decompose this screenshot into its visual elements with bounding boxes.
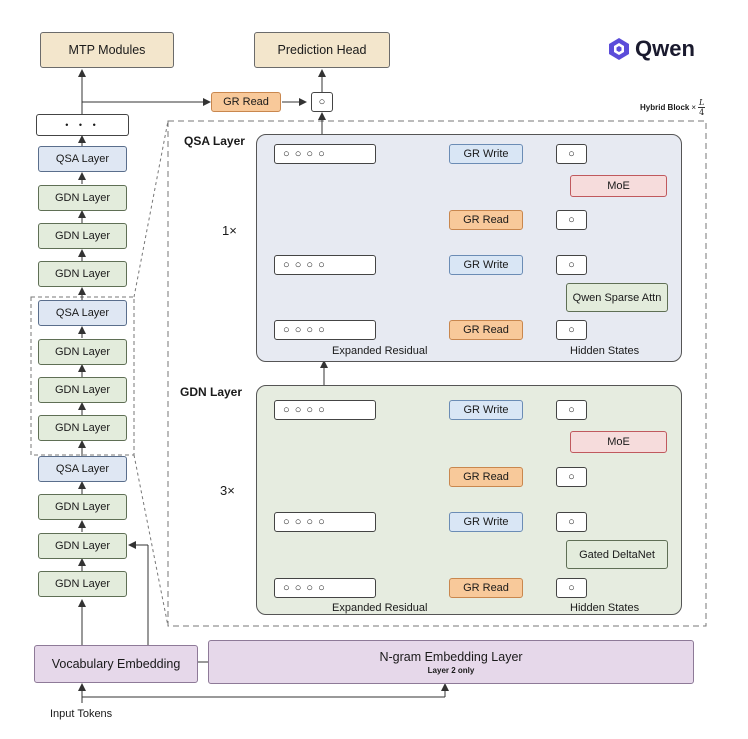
- qsa-hidden-mid: ○: [556, 210, 587, 230]
- left-layer-4: GDN Layer: [38, 261, 127, 287]
- ellipsis-box: • • •: [36, 114, 129, 136]
- left-layer-11: GDN Layer: [38, 533, 127, 559]
- left-layer-12: GDN Layer: [38, 571, 127, 597]
- prediction-head-box: Prediction Head: [254, 32, 390, 68]
- input-tokens-label: Input Tokens: [50, 708, 113, 720]
- left-layer-5: QSA Layer: [38, 300, 127, 326]
- left-layer-3: GDN Layer: [38, 223, 127, 249]
- qsa-panel-title: QSA Layer: [184, 134, 245, 148]
- qsa-gr-read-bottom: GR Read: [449, 320, 523, 340]
- gdn-repeat-label: 3×: [220, 483, 235, 498]
- top-gr-read-box: GR Read: [211, 92, 281, 112]
- left-layer-8: GDN Layer: [38, 415, 127, 441]
- qsa-residual-stream-mid: ○ ○ ○ ○: [274, 255, 376, 275]
- qsa-hidden-states-label: Hidden States: [570, 345, 640, 357]
- qwen-logo-icon: [609, 38, 629, 60]
- gdn-hidden-mid: ○: [556, 467, 587, 487]
- left-layer-1: QSA Layer: [38, 146, 127, 172]
- qsa-hidden-top: ○: [556, 144, 587, 164]
- qsa-hidden-bottom: ○: [556, 320, 587, 340]
- gdn-panel-title: GDN Layer: [180, 385, 243, 399]
- vocabulary-embedding-box: Vocabulary Embedding: [34, 645, 198, 683]
- gdn-gated-deltanet-box: Gated DeltaNet: [566, 540, 668, 569]
- gdn-residual-stream-bottom: ○ ○ ○ ○: [274, 578, 376, 598]
- gdn-residual-stream-top: ○ ○ ○ ○: [274, 400, 376, 420]
- gdn-gr-write-top: GR Write: [449, 400, 523, 420]
- qsa-moe-box: MoE: [570, 175, 667, 197]
- left-layer-2: GDN Layer: [38, 185, 127, 211]
- gdn-panel: [256, 385, 682, 615]
- gdn-hidden-bottom: ○: [556, 578, 587, 598]
- gdn-hidden-top: ○: [556, 400, 587, 420]
- gdn-hidden-states-label: Hidden States: [570, 602, 640, 614]
- left-layer-7: GDN Layer: [38, 377, 127, 403]
- left-layer-9: QSA Layer: [38, 456, 127, 482]
- hybrid-block-label: Hybrid Block × L 4: [640, 98, 706, 117]
- qsa-residual-stream-top: ○ ○ ○ ○: [274, 144, 376, 164]
- qsa-gr-write-mid: GR Write: [449, 255, 523, 275]
- hybrid-block-fraction: L 4: [698, 98, 706, 117]
- ngram-embedding-box: N-gram Embedding Layer Layer 2 only: [208, 640, 694, 684]
- qwen-logo: Qwen: [607, 36, 695, 62]
- gdn-gr-read-mid: GR Read: [449, 467, 523, 487]
- qsa-expanded-residual-label: Expanded Residual: [332, 345, 428, 357]
- qsa-gr-write-top: GR Write: [449, 144, 523, 164]
- gdn-gr-read-bottom: GR Read: [449, 578, 523, 598]
- qsa-gr-read-mid: GR Read: [449, 210, 523, 230]
- left-layer-6: GDN Layer: [38, 339, 127, 365]
- qsa-sparse-attn-box: Qwen Sparse Attn: [566, 283, 668, 312]
- qsa-repeat-label: 1×: [222, 223, 237, 238]
- mtp-modules-box: MTP Modules: [40, 32, 174, 68]
- top-circle-box: ○: [311, 92, 333, 112]
- gdn-expanded-residual-label: Expanded Residual: [332, 602, 428, 614]
- gdn-residual-stream-mid: ○ ○ ○ ○: [274, 512, 376, 532]
- gdn-hidden-upper: ○: [556, 512, 587, 532]
- gdn-moe-box: MoE: [570, 431, 667, 453]
- left-layer-10: GDN Layer: [38, 494, 127, 520]
- qsa-residual-stream-bottom: ○ ○ ○ ○: [274, 320, 376, 340]
- qsa-hidden-upper: ○: [556, 255, 587, 275]
- gdn-gr-write-mid: GR Write: [449, 512, 523, 532]
